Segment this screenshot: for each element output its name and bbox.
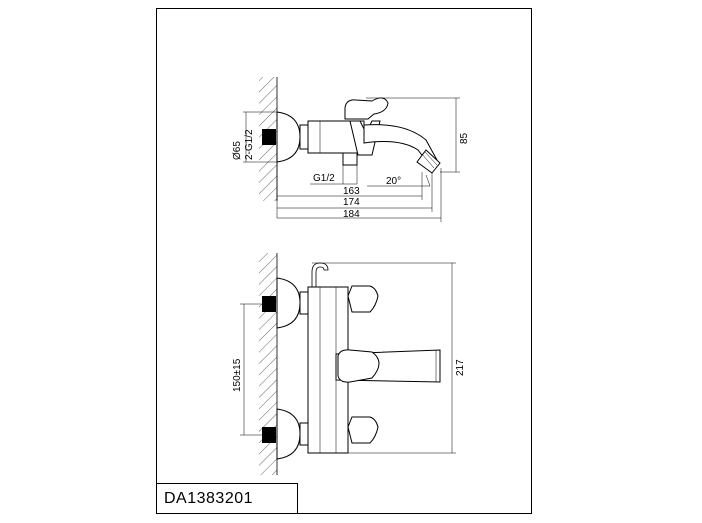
wall-plug-top — [262, 129, 276, 145]
dim-height-bottom: 217 — [455, 359, 466, 376]
dim-163: 163 — [343, 186, 360, 197]
bottom-view: 217 150±15 — [232, 253, 466, 475]
escutcheon-top — [276, 111, 301, 163]
drawing-frame — [156, 8, 532, 514]
title-block — [156, 483, 298, 514]
dim-height-top: 85 — [459, 132, 470, 144]
dim-spacing: 150±15 — [232, 358, 243, 392]
product-code: DA1383201 — [164, 490, 254, 507]
valve-knob-lower — [347, 416, 379, 444]
dim-outlet-thread: G1/2 — [313, 173, 335, 184]
shower-hook — [311, 262, 329, 287]
dim-thread: 2-G1/2 — [244, 129, 255, 160]
handle-lever-top — [344, 97, 389, 120]
top-view: Ø65 2-G1/2 85 G1/2 20° 163 174 184 — [232, 77, 470, 222]
dim-184: 184 — [343, 209, 360, 220]
dim-diameter: Ø65 — [232, 141, 243, 160]
valve-knob-upper — [347, 285, 379, 313]
dim-174: 174 — [343, 197, 360, 208]
dim-angle: 20° — [386, 176, 401, 187]
